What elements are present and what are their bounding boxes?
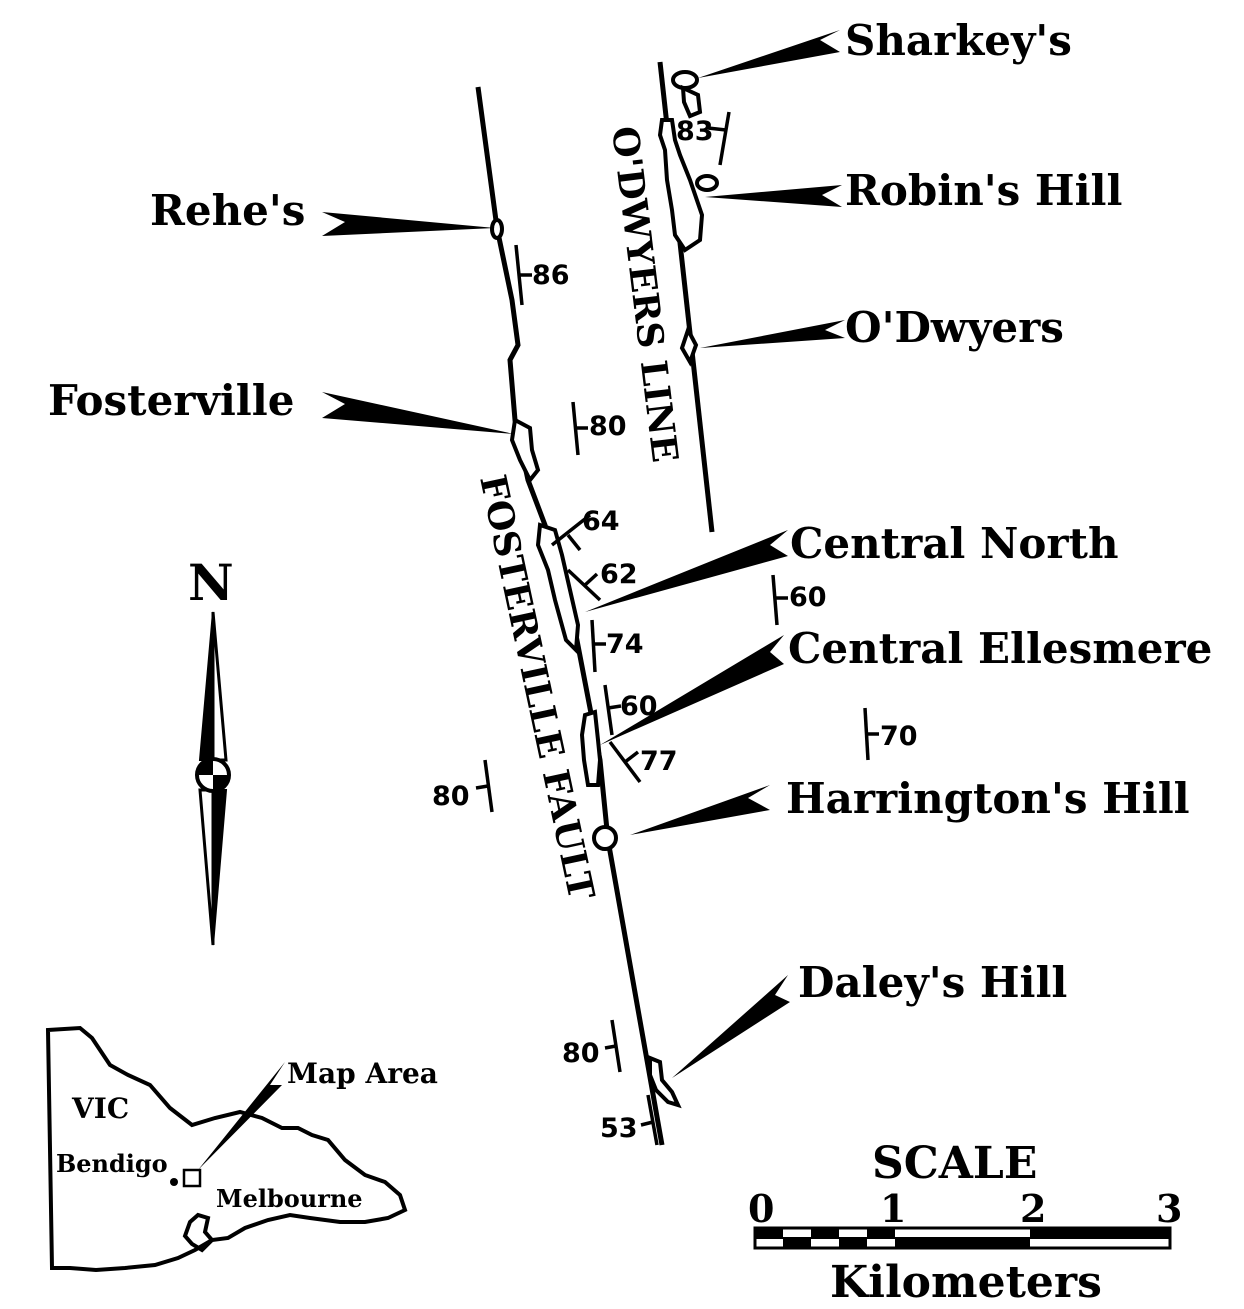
label-central-north: Central North <box>790 519 1118 568</box>
dip-value: 77 <box>640 746 678 777</box>
dip-value: 64 <box>582 506 620 537</box>
scale-title: SCALE <box>872 1138 1037 1189</box>
scale-tick-0: 0 <box>748 1186 774 1231</box>
dip-value: 86 <box>532 260 570 291</box>
inset-map-area-label: Map Area <box>287 1057 438 1090</box>
label-central-ellesmere: Central Ellesmere <box>788 624 1212 673</box>
dip-value: 62 <box>600 559 638 590</box>
ore-bodies <box>490 70 719 1109</box>
dip-value: 53 <box>600 1113 638 1144</box>
scale-tick-1: 1 <box>880 1186 906 1231</box>
label-harringtons-hill: Harrington's Hill <box>786 774 1190 823</box>
dip-value: 60 <box>620 691 658 722</box>
leader-robins-hill <box>705 185 842 207</box>
scale-tick-3: 3 <box>1156 1186 1182 1231</box>
dip-value: 74 <box>606 629 644 660</box>
inset-melbourne-label: Melbourne <box>216 1184 363 1213</box>
label-odwyers: O'Dwyers <box>845 303 1064 352</box>
leader-harringtons-hill <box>630 785 770 835</box>
leader-central-north <box>585 530 788 612</box>
north-arrow: N <box>188 553 234 946</box>
dip-value: 80 <box>562 1038 600 1069</box>
leader-sharkeys <box>698 30 840 78</box>
scale-bar: SCALE 0 1 2 3 Kilometers <box>748 1138 1182 1308</box>
dip-value: 83 <box>676 116 714 147</box>
inset-bendigo-label: Bendigo <box>56 1149 168 1178</box>
deposit-labels: Sharkey's Robin's Hill Rehe's O'Dwyers F… <box>48 16 1212 1007</box>
dip-value: 80 <box>432 781 470 812</box>
inset-map: VIC Map Area Bendigo Melbourne <box>45 1025 438 1273</box>
leader-arrows <box>322 30 845 1078</box>
dip-values: 83 86 80 64 62 60 74 60 77 70 80 80 53 <box>432 116 918 1144</box>
dip-value: 60 <box>789 582 827 613</box>
leader-rehes <box>322 212 495 236</box>
dip-value: 70 <box>880 721 918 752</box>
leader-odwyers <box>700 320 845 348</box>
scale-tick-2: 2 <box>1020 1186 1046 1231</box>
leader-daleys-hill <box>672 975 790 1078</box>
victoria-outline <box>45 1025 408 1273</box>
strike-dip-symbols <box>475 111 879 1146</box>
label-fosterville: Fosterville <box>48 376 294 425</box>
bendigo-dot <box>170 1178 178 1186</box>
label-daleys-hill: Daley's Hill <box>798 958 1067 1007</box>
scale-units: Kilometers <box>830 1257 1102 1308</box>
port-phillip-bay <box>182 1212 215 1253</box>
inset-state-label: VIC <box>71 1092 129 1125</box>
map-area-leader <box>198 1062 285 1170</box>
leader-fosterville <box>322 392 514 434</box>
label-robins-hill: Robin's Hill <box>845 166 1122 215</box>
label-sharkeys: Sharkey's <box>845 16 1072 65</box>
dip-value: 80 <box>589 411 627 442</box>
map-area-box <box>182 1168 202 1188</box>
north-label: N <box>188 553 234 612</box>
leader-central-ellesmere <box>600 635 784 745</box>
label-rehes: Rehe's <box>150 186 305 235</box>
